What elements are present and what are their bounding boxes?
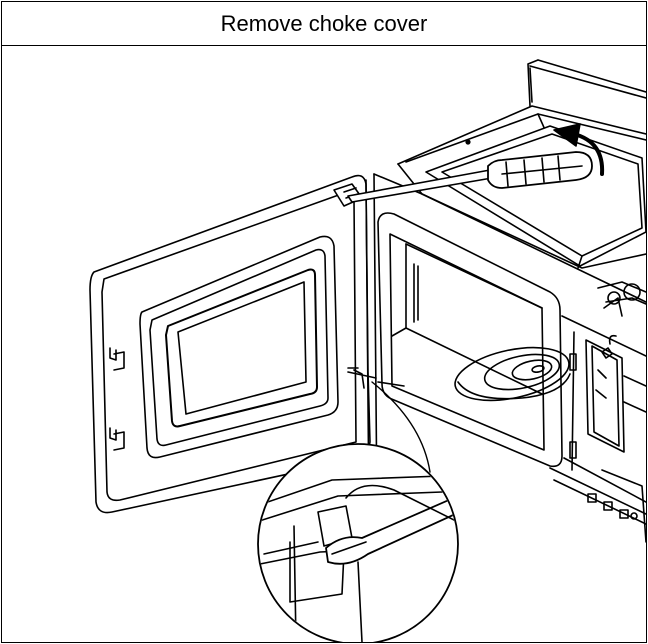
arrow-icon: [553, 123, 605, 176]
turntable: [454, 346, 571, 402]
detail-magnifier: [257, 367, 459, 642]
figure-title: Remove choke cover: [2, 2, 646, 46]
door-hook-lower: [109, 427, 125, 451]
microwave-door: [89, 174, 371, 514]
vent-slot: [569, 353, 577, 371]
illustration-area: [2, 46, 646, 642]
vent-slot: [569, 441, 577, 459]
microwave-illustration: [89, 59, 646, 642]
door-hook-upper: [109, 347, 125, 371]
choke-cover: [425, 125, 646, 267]
screwdriver-icon: [347, 151, 593, 203]
